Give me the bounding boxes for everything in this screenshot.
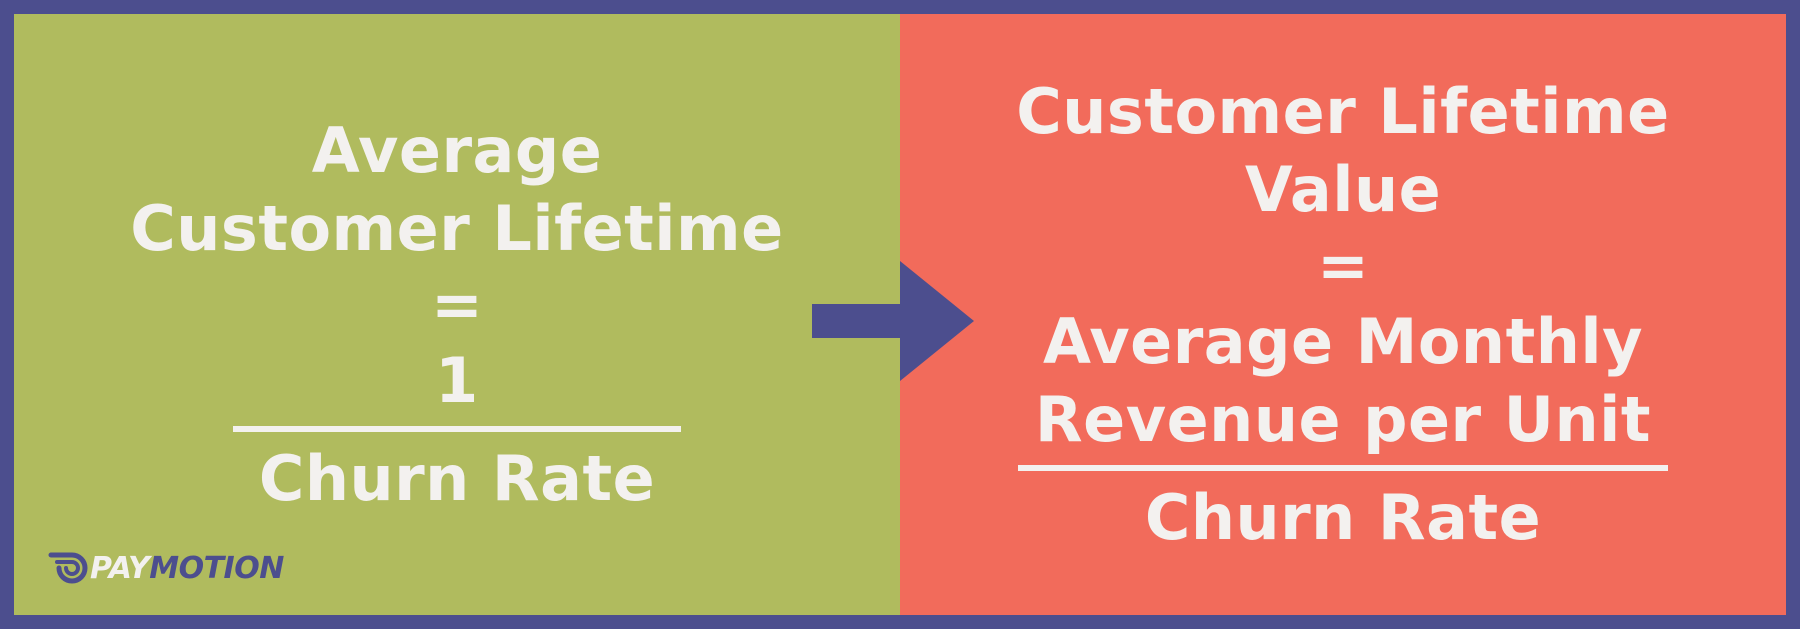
left-fraction-bar bbox=[233, 425, 681, 432]
logo-text-pay: PAY bbox=[90, 550, 150, 586]
right-numerator-line-2: Revenue per Unit bbox=[1034, 382, 1652, 456]
right-title-line-2: Value bbox=[1244, 152, 1442, 226]
right-panel-customer-lifetime-value: Customer Lifetime Value = Average Monthl… bbox=[900, 14, 1786, 615]
left-numerator: 1 bbox=[435, 343, 479, 417]
right-fraction-bar bbox=[1018, 464, 1668, 471]
right-equals-sign: = bbox=[1317, 228, 1369, 302]
left-title-line-1: Average bbox=[311, 113, 603, 187]
left-panel-average-customer-lifetime: Average Customer Lifetime = 1 Churn Rate bbox=[14, 14, 900, 615]
arrow-right-icon bbox=[812, 261, 974, 381]
left-title-line-2: Customer Lifetime bbox=[130, 191, 784, 265]
right-title-line-1: Customer Lifetime bbox=[1016, 74, 1670, 148]
left-equals-sign: = bbox=[431, 267, 483, 341]
right-denominator: Churn Rate bbox=[1144, 480, 1542, 554]
right-numerator-line-1: Average Monthly bbox=[1042, 304, 1644, 378]
logo-text-motion: MOTION bbox=[149, 550, 284, 586]
left-denominator: Churn Rate bbox=[258, 441, 656, 515]
paymotion-logo-icon bbox=[48, 552, 88, 584]
